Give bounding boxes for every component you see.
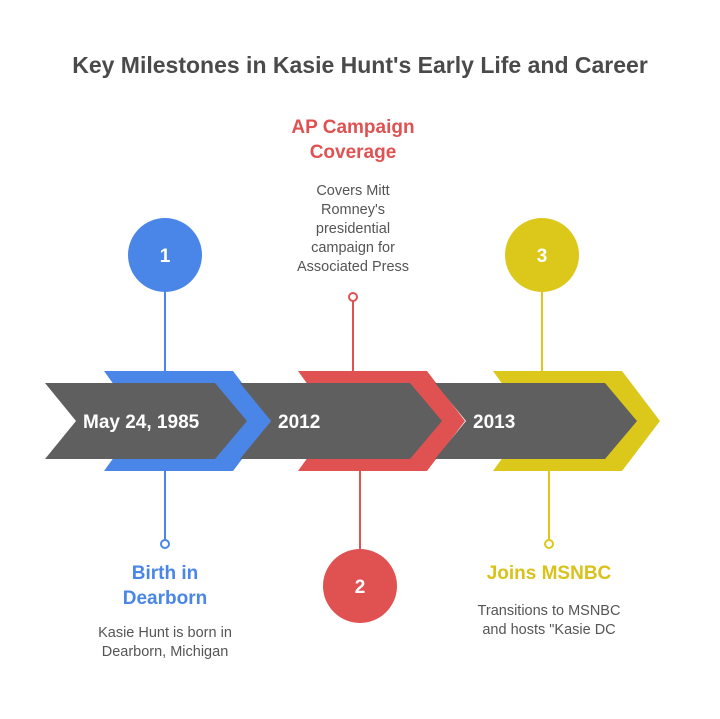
diagram-title: Key Milestones in Kasie Hunt's Early Lif… — [72, 52, 648, 78]
milestone-description-3: Transitions to MSNBC and hosts "Kasie DC — [477, 603, 621, 638]
milestone-heading-1: Birth in Dearborn — [122, 563, 208, 609]
arrow-segment-3 — [435, 383, 637, 459]
connector-dot-1 — [160, 539, 170, 549]
connector-dot-3 — [544, 539, 554, 549]
number-circle-1 — [128, 218, 202, 292]
milestone-description-2: Covers Mitt Romney's presidential campai… — [296, 183, 410, 275]
arrow-segment-1 — [45, 383, 247, 459]
milestone-heading-3: Joins MSNBC — [486, 563, 612, 584]
number-circle-3 — [505, 218, 579, 292]
number-label-3: 3 — [537, 246, 548, 267]
date-label-1: May 24, 1985 — [83, 412, 200, 433]
number-label-1: 1 — [160, 246, 171, 267]
date-label-2: 2012 — [278, 412, 320, 433]
number-label-2: 2 — [355, 577, 366, 598]
milestone-heading-2: AP Campaign Coverage — [291, 117, 415, 163]
milestone-description-1: Kasie Hunt is born in Dearborn, Michigan — [98, 625, 232, 660]
connector-dot-2 — [348, 292, 358, 302]
arrow-segment-2 — [240, 383, 442, 459]
date-label-3: 2013 — [473, 412, 515, 433]
number-circle-2 — [323, 549, 397, 623]
